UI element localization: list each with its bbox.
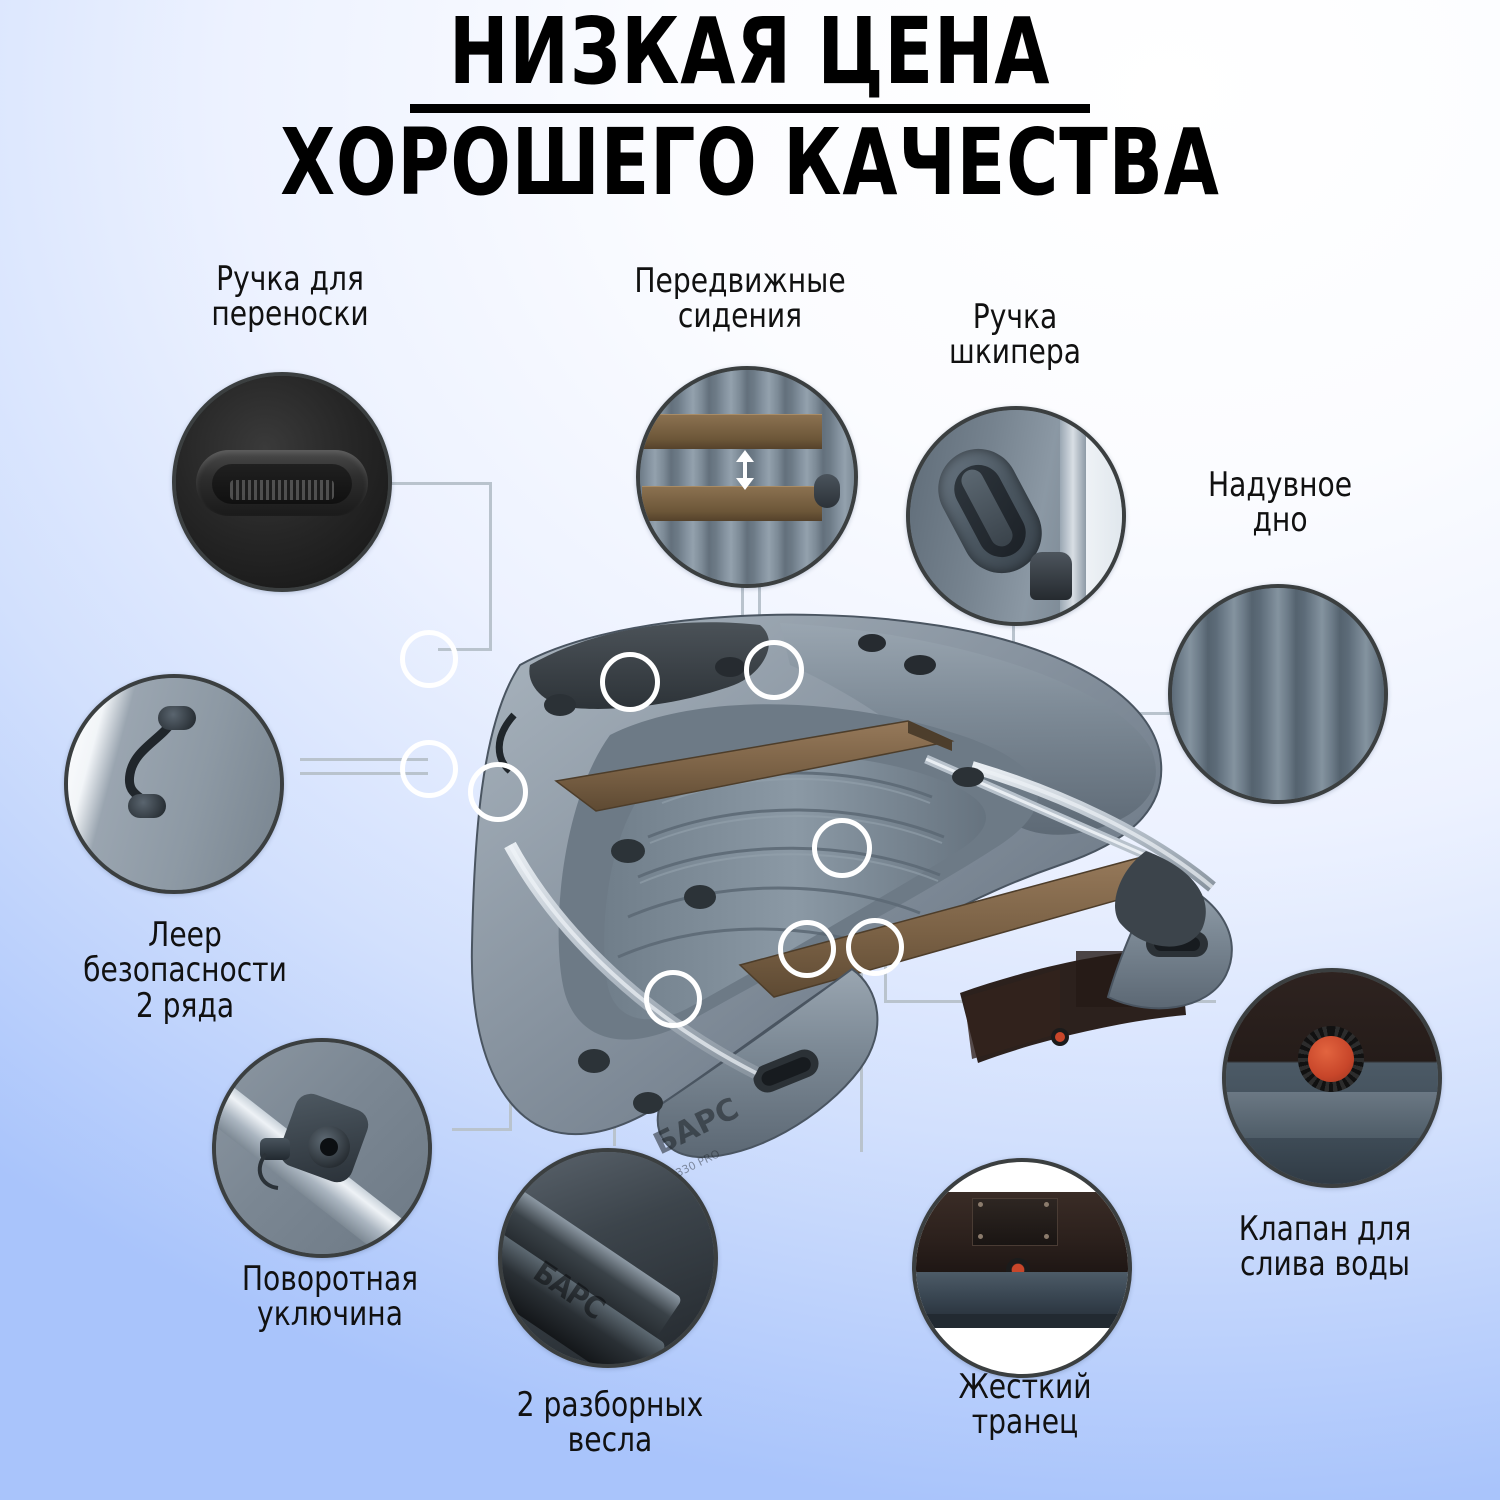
title-line-2: ХОРОШЕГО КАЧЕСТВА: [280, 109, 1220, 217]
boat-svg: БАРС 330 PRO: [470, 613, 1233, 1180]
callout-bubble-oars: БАРС: [498, 1148, 718, 1368]
callout-bubble-carry-handle: [172, 372, 392, 592]
callout-bubble-transom: [912, 1158, 1132, 1378]
skipper-handle-icon: [910, 410, 1122, 622]
vertical-double-arrow-icon: [743, 454, 747, 484]
hotspot-safety-rope-upper[interactable]: [400, 740, 458, 798]
title-line-1: НИЗКАЯ ЦЕНА: [449, 0, 1051, 105]
connector-oarlock-a: [452, 1128, 512, 1131]
hotspot-safety-rope-lower[interactable]: [468, 762, 528, 822]
hotspot-drain-valve[interactable]: [846, 918, 904, 976]
label-carry-handle: Ручка для переноски: [211, 259, 369, 335]
label-movable-seats: Передвижные сидения: [634, 261, 846, 337]
inflatable-floor-icon: [1172, 588, 1384, 800]
carry-handle-icon: [176, 376, 388, 588]
label-skipper-handle: Ручка шкипера: [949, 297, 1081, 373]
callout-bubble-oarlock: [212, 1038, 432, 1258]
transom-icon: [916, 1162, 1128, 1374]
oars-icon: БАРС: [502, 1152, 714, 1364]
label-oars: 2 разборных весла: [516, 1385, 704, 1461]
drain-valve-icon: [1226, 972, 1438, 1184]
oarlock-icon: [216, 1042, 428, 1254]
label-inflatable-floor: Надувное дно: [1207, 465, 1353, 541]
callout-bubble-movable-seats: [636, 366, 858, 588]
safety-rope-icon: [68, 678, 280, 890]
connector-carry-handle-c: [438, 648, 492, 651]
hotspot-transom[interactable]: [778, 920, 836, 978]
connector-rope-b: [300, 758, 428, 761]
hotspot-seats-front[interactable]: [600, 652, 660, 712]
callout-bubble-inflatable-floor: [1168, 584, 1388, 804]
hotspot-skipper-handle[interactable]: [744, 640, 804, 700]
callout-bubble-safety-rope: [64, 674, 284, 894]
label-oarlock: Поворотная уключина: [241, 1259, 419, 1335]
label-transom: Жесткий транец: [958, 1367, 1092, 1443]
callout-bubble-skipper-handle: [906, 406, 1126, 626]
boat-illustration: БАРС 330 PRO: [360, 545, 1260, 1205]
label-safety-rope: Леер безопасности 2 ряда: [83, 915, 287, 1026]
hotspot-inflatable-floor[interactable]: [812, 818, 872, 878]
callout-bubble-drain-valve: [1222, 968, 1442, 1188]
connector-rope-a: [300, 772, 428, 775]
movable-seats-icon: [640, 370, 854, 584]
title-underline: [410, 104, 1090, 114]
page-title: НИЗКАЯ ЦЕНА ХОРОШЕГО КАЧЕСТВА: [0, 0, 1500, 217]
hotspot-oars[interactable]: [644, 970, 702, 1028]
connector-carry-handle-b: [489, 482, 492, 650]
connector-skipper-a: [1012, 612, 1015, 664]
label-drain-valve: Клапан для слива воды: [1238, 1209, 1412, 1285]
hotspot-carry-handle[interactable]: [400, 630, 458, 688]
connector-carry-handle-a: [378, 482, 492, 485]
